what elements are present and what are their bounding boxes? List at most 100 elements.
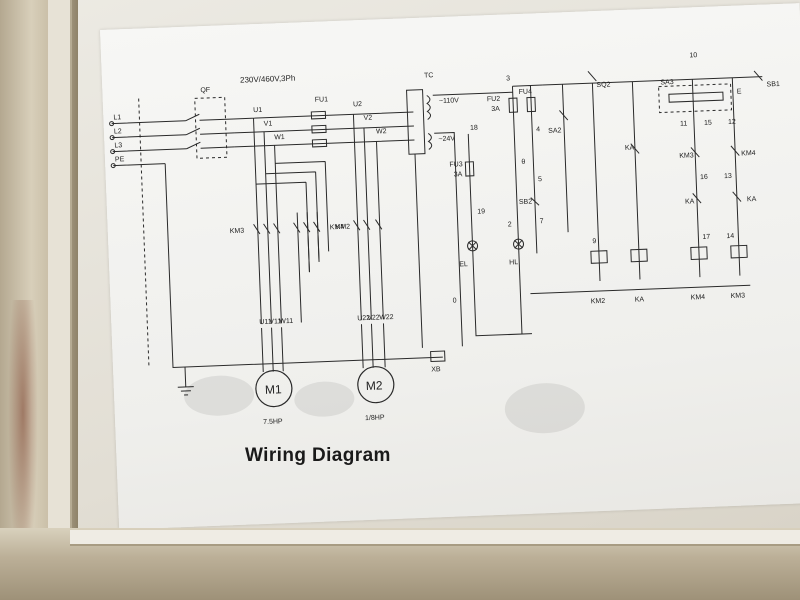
contactor-km4 <box>293 211 321 323</box>
cabinet-frame-strip <box>48 0 72 540</box>
fuse-fu1 <box>311 138 328 148</box>
theta-label: θ <box>521 159 525 166</box>
switch-sb2-label: SB2 <box>519 199 533 207</box>
lamp-el-label: EL <box>459 261 468 268</box>
phase-l2-label: L2 <box>114 128 122 135</box>
transformer-label: TC <box>424 72 434 79</box>
node-12: 12 <box>728 119 736 126</box>
voltage-24-label: ~24V <box>438 135 455 143</box>
terminal-u11: U11 <box>259 319 272 326</box>
transformer-tc <box>426 95 433 150</box>
contact-ka-label: KA <box>685 198 695 205</box>
selector-sa3-box <box>658 83 733 114</box>
fuse-fu2 <box>508 97 518 113</box>
node-18: 18 <box>470 125 478 132</box>
breaker-label: QF <box>200 87 210 94</box>
coil-km2 <box>590 250 608 264</box>
switch-sq2-label: SQ2 <box>596 81 610 89</box>
contactor-km3-label: KM3 <box>230 228 245 236</box>
switch-sa2-label: SA2 <box>548 127 562 135</box>
relay-ka-contact <box>630 143 640 154</box>
terminal-w11: W11 <box>279 318 293 326</box>
dashed-boundary <box>138 98 150 369</box>
node-11: 11 <box>680 121 688 128</box>
fuse-fu2-rating: 3A <box>491 106 500 113</box>
switch-sa2 <box>559 110 569 121</box>
breaker-qf <box>194 96 228 159</box>
motor-m2-power: 1/8HP <box>365 414 385 422</box>
bus-lines <box>233 111 415 148</box>
contactor-km2-label: KM2 <box>336 224 351 232</box>
node-16: 16 <box>700 174 708 181</box>
wiring-diagram-sheet: 230V/460V,3Ph L1 L2 L3 PE QF U1 V1 W1 FU… <box>100 3 800 530</box>
node-19: 19 <box>477 208 485 215</box>
terminal-w2: W2 <box>376 128 387 135</box>
node-0: 0 <box>453 298 457 305</box>
lamp-el-icon <box>467 240 479 252</box>
coil-km3 <box>730 244 748 259</box>
fuse-fu1 <box>311 124 327 134</box>
node-17: 17 <box>702 234 710 241</box>
node-13: 13 <box>724 173 732 180</box>
contact-km4-label: KM4 <box>741 150 756 158</box>
phase-l1-label: L1 <box>113 114 121 121</box>
contact-km3-label: KM3 <box>679 152 694 160</box>
terminal-u2: U2 <box>353 101 362 108</box>
terminal-xb <box>430 350 446 363</box>
lamp-hl-label: HL <box>509 259 518 266</box>
coil-ka-label: KA <box>635 296 645 303</box>
node-7: 7 <box>540 218 544 225</box>
selector-sa3 <box>668 91 724 103</box>
lamp-hl-icon <box>513 238 525 250</box>
selector-sa3-label: SA3 <box>660 79 674 87</box>
terminal-v2: V2 <box>363 115 372 122</box>
node-3: 3 <box>506 75 510 82</box>
node-4: 4 <box>536 126 540 133</box>
supply-label: 230V/460V,3Ph <box>240 74 296 85</box>
node-9: 9 <box>592 238 596 245</box>
supply-lines <box>111 120 187 167</box>
voltage-110-label: ~110V <box>439 97 460 105</box>
node-2: 2 <box>508 221 512 228</box>
cabinet-frame-bottom-strip <box>70 530 800 546</box>
contactor-km4-label: KM4 <box>330 224 345 232</box>
contactor-km2 <box>353 219 383 231</box>
motor-m2 <box>357 366 395 404</box>
coil-km4 <box>690 246 708 260</box>
fuse-fu1-label: FU1 <box>315 96 329 104</box>
button-sb1 <box>753 70 763 81</box>
coil-km2-label: KM2 <box>591 298 606 306</box>
coil-km4-label: KM4 <box>691 294 706 302</box>
terminal-w1: W1 <box>274 134 285 141</box>
transformer-primary <box>406 89 426 155</box>
fuse-fu2-label: FU2 <box>487 96 501 104</box>
phase-l3-label: L3 <box>114 142 122 149</box>
wiring-diagram: 230V/460V,3Ph L1 L2 L3 PE QF U1 V1 W1 FU… <box>109 52 780 426</box>
node-14: 14 <box>726 233 734 240</box>
coil-km3-label: KM3 <box>731 292 746 300</box>
fuse-fu1 <box>310 110 327 120</box>
fuse-fu3-rating: 3A <box>454 171 463 178</box>
contactor-km3 <box>253 223 281 235</box>
phase-pe-label: PE <box>115 156 125 163</box>
terminal-w22: W22 <box>379 314 394 322</box>
terminal-v1: V1 <box>264 120 273 127</box>
pe-line <box>164 163 443 368</box>
terminal-v11: V11 <box>269 318 281 325</box>
node-10: 10 <box>689 52 697 59</box>
neutral-bus <box>530 284 751 295</box>
limit-switch-sq2 <box>587 70 597 82</box>
terminal-u22: U22 <box>357 315 370 322</box>
coil-ka <box>630 248 648 263</box>
switch-sb1-label: SB1 <box>766 81 780 89</box>
terminal-u1: U1 <box>253 107 262 114</box>
motor-m1-power: 7.5HP <box>263 418 283 426</box>
switch-sb2 <box>530 197 540 206</box>
terminal-v22: V22 <box>367 314 380 321</box>
motor-m1 <box>255 369 293 408</box>
ground-icon <box>177 366 194 396</box>
fuse-fu3-label: FU3 <box>449 161 463 169</box>
terminal-xb-label: XB <box>431 366 441 373</box>
motor-m1-label: M1 <box>265 382 283 397</box>
